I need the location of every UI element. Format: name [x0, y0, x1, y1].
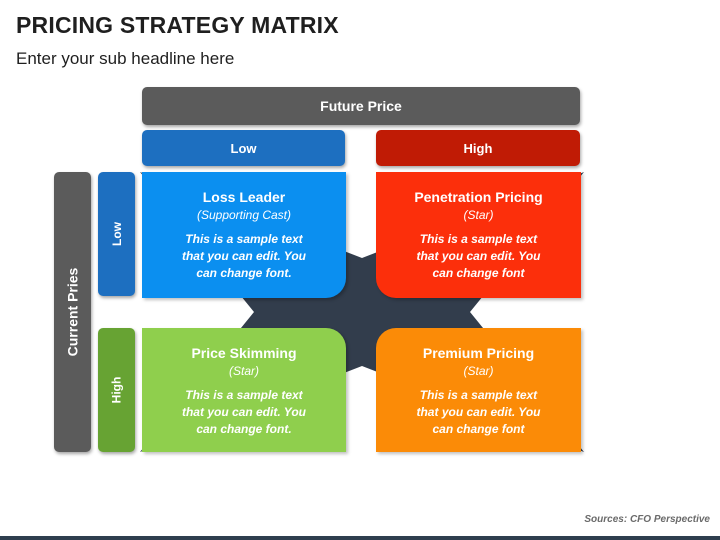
quadrant-description: This is a sample text that you can edit.… — [181, 232, 306, 280]
quadrant-description: This is a sample text that you can edit.… — [181, 388, 306, 436]
quadrant-penetration-pricing: Penetration Pricing (Star) This is a sam… — [376, 172, 581, 298]
quadrant-loss-leader: Loss Leader (Supporting Cast) This is a … — [142, 172, 346, 298]
column-header-low: Low — [142, 130, 345, 166]
source-note: Sources: CFO Perspective — [584, 514, 710, 525]
column-header-high: High — [376, 130, 580, 166]
quadrant-price-skimming: Price Skimming (Star) This is a sample t… — [142, 328, 346, 452]
quadrant-role: (Supporting Cast) — [196, 208, 292, 222]
row-header-low: Low — [98, 172, 135, 296]
quadrant-title: Loss Leader — [202, 189, 286, 205]
page-title: PRICING STRATEGY MATRIX — [16, 12, 339, 38]
quadrant-role: (Star) — [463, 208, 494, 222]
page-subtitle: Enter your sub headline here — [16, 49, 235, 68]
quadrant-premium-pricing: Premium Pricing (Star) This is a sample … — [376, 328, 581, 452]
quadrant-title: Premium Pricing — [422, 345, 535, 361]
quadrant-role: (Star) — [463, 364, 494, 378]
current-price-header: Current Pries — [54, 172, 91, 452]
row-header-high: High — [98, 328, 135, 452]
quadrant-description: This is a sample text that you can edit.… — [416, 232, 541, 280]
quadrant-title: Penetration Pricing — [414, 189, 543, 205]
quadrant-title: Price Skimming — [191, 345, 297, 361]
current-price-label: Current Pries — [64, 267, 81, 357]
quadrant-description: This is a sample text that you can edit.… — [416, 388, 541, 436]
row-low-label: Low — [109, 222, 124, 246]
future-price-header: Future Price — [142, 87, 580, 125]
quadrant-role: (Star) — [229, 364, 259, 378]
row-high-label: High — [109, 376, 124, 404]
bottom-divider — [0, 536, 720, 540]
